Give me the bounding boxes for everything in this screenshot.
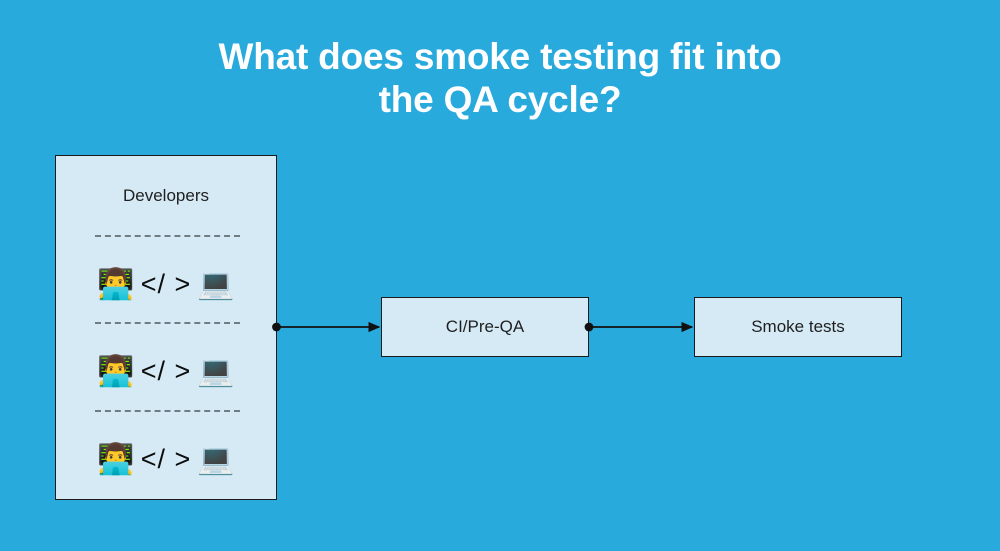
page-title-line-2: the QA cycle?: [378, 78, 622, 120]
developer-row: 👨‍💻 </ > 💻: [56, 344, 276, 400]
developers-label: Developers: [123, 186, 209, 205]
node-ci-pre-qa: CI/Pre-QA: [381, 297, 589, 357]
code-tag-text: </ >: [140, 443, 192, 474]
node-ci-pre-qa-label: CI/Pre-QA: [445, 317, 525, 336]
technologist-icon: 👨‍💻: [97, 443, 135, 476]
laptop-icon: 💻: [197, 355, 235, 388]
page-title: What does smoke testing fit into the QA …: [0, 36, 1000, 122]
developer-row: 👨‍💻 </ > 💻: [56, 257, 276, 313]
technologist-icon: 👨‍💻: [97, 355, 135, 388]
developers-divider-3: [95, 410, 240, 412]
developers-divider-1: [95, 235, 240, 237]
node-smoke-tests-label: Smoke tests: [751, 317, 845, 336]
code-tag-text: </ >: [140, 355, 192, 386]
node-smoke-tests: Smoke tests: [694, 297, 902, 357]
developers-divider-2: [95, 322, 240, 324]
edge-developers-to-ci: [272, 321, 381, 333]
edge-ci-to-smoke: [584, 321, 694, 333]
code-tag-text: </ >: [140, 268, 192, 299]
laptop-icon: 💻: [197, 268, 235, 301]
technologist-icon: 👨‍💻: [97, 268, 135, 301]
laptop-icon: 💻: [197, 443, 235, 476]
developer-row: 👨‍💻 </ > 💻: [56, 432, 276, 488]
developers-box: Developers 👨‍💻 </ > 💻 👨‍💻 </ > 💻 👨‍💻 </ …: [55, 155, 277, 500]
page-title-line-1: What does smoke testing fit into: [218, 36, 782, 77]
